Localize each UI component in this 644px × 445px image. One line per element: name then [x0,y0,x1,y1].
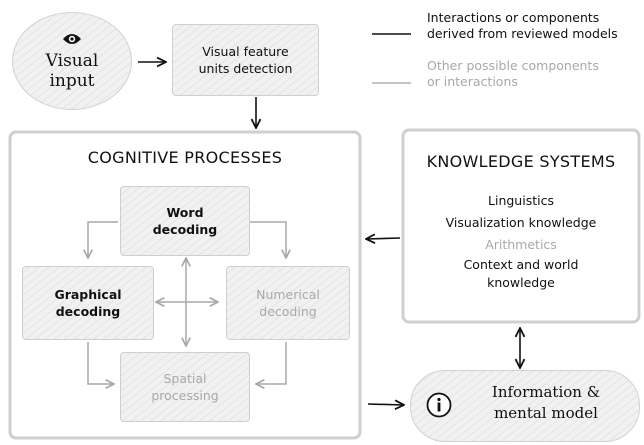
graphical-decoding-box: Graphical decoding [22,266,154,340]
arrow-knowledge-to-cognitive [366,238,401,239]
eye-icon [62,31,82,47]
legend-solid-text-1: Interactions or components [427,10,600,25]
legend-grey-text-1: Other possible components [427,58,599,73]
knowledge-item-linguistics: Linguistics [488,193,554,208]
info-label-1: Information & [491,383,601,401]
spatial-processing-label-2: processing [151,388,219,403]
knowledge-item-arithmetics: Arithmetics [485,237,557,252]
word-decoding-box: Word decoding [120,186,250,256]
arrow-word-to-graphical [88,221,118,258]
knowledge-systems-frame [401,128,641,324]
word-decoding-label-1: Word [166,205,204,220]
info-icon [426,392,452,422]
legend: Interactions or components derived from … [427,10,641,90]
visual-input-node: Visual input [12,12,132,110]
visual-input-label-1: Visual [45,51,99,71]
knowledge-item-context: Context and world [463,257,579,272]
numerical-decoding-box: Numerical decoding [226,266,350,340]
arrow-numerical-to-spatial [256,342,287,384]
visual-input-label-2: input [49,71,95,91]
feature-detection-label-1: Visual feature [202,44,289,59]
legend-grey-text-2: or interactions [427,74,518,89]
knowledge-item-context-2: knowledge [487,275,555,290]
knowledge-item-visualization: Visualization knowledge [445,215,597,230]
arrow-graphical-to-spatial [87,342,114,384]
info-label-2: mental model [494,404,598,422]
arrow-cognitive-to-info [367,404,404,405]
feature-detection-box: Visual feature units detection [172,24,319,96]
cognitive-processes-title: COGNITIVE PROCESSES [87,148,283,167]
info-label: Information & mental model [458,382,634,424]
knowledge-items: Linguistics Visualization knowledge Arit… [403,190,639,292]
arrow-word-to-numerical [250,221,286,258]
legend-solid-text-2: derived from reviewed models [427,26,618,41]
knowledge-systems-title: KNOWLEDGE SYSTEMS [426,152,616,171]
numerical-decoding-label-1: Numerical [256,287,320,302]
spatial-processing-box: Spatial processing [120,352,250,422]
feature-detection-label-2: units detection [198,61,293,76]
graphical-decoding-label-2: decoding [55,304,121,319]
numerical-decoding-label-2: decoding [259,304,317,319]
word-decoding-label-2: decoding [152,222,218,237]
spatial-processing-label-1: Spatial [163,371,207,386]
graphical-decoding-label-1: Graphical [54,287,122,302]
